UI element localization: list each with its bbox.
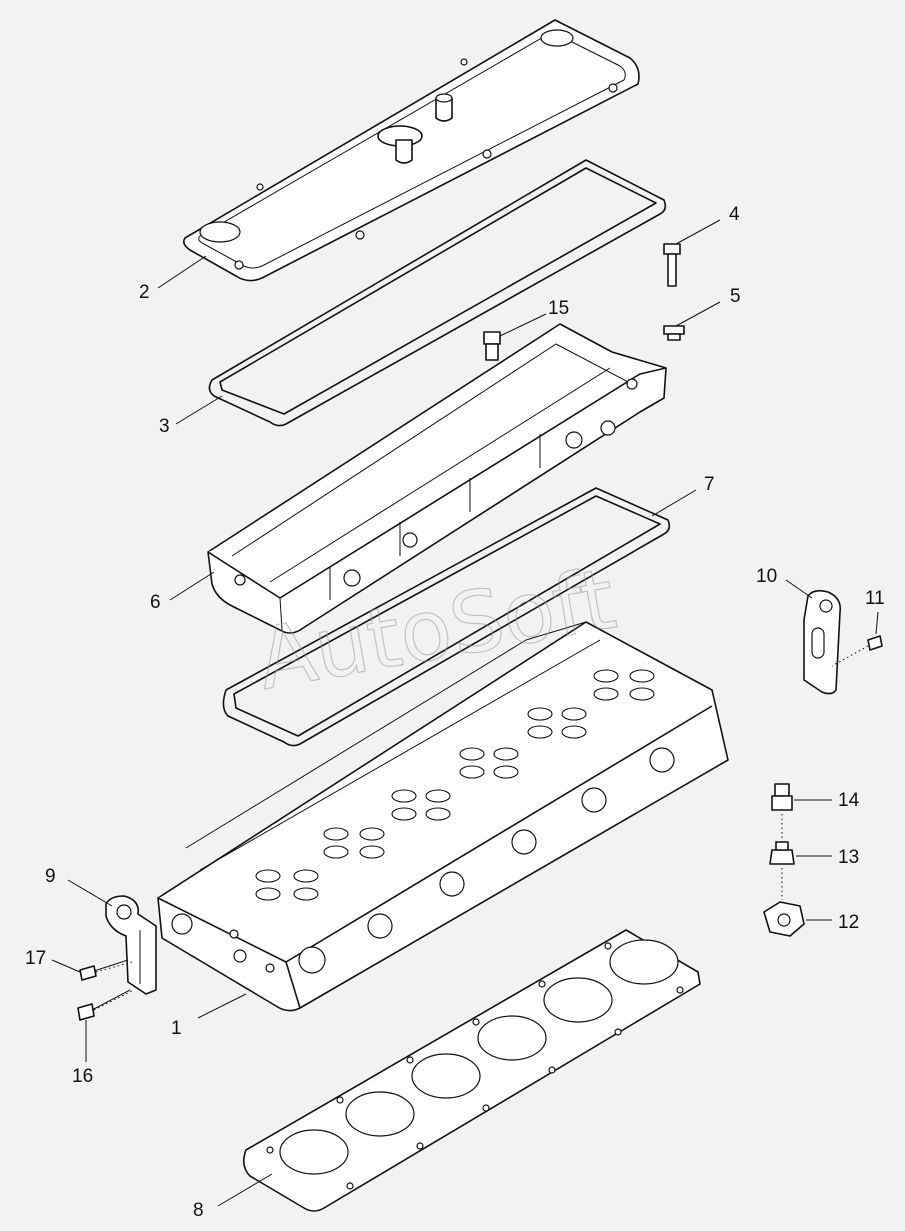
cylinder-head	[157, 621, 729, 1012]
rocker-housing	[207, 323, 667, 634]
rocker-housing-gasket	[222, 487, 671, 747]
valve-cover-gasket	[208, 159, 667, 427]
callout-1: 1	[171, 1018, 182, 1039]
callout-7: 7	[704, 474, 715, 495]
bolt-4	[663, 243, 681, 287]
fitting-14	[771, 783, 793, 811]
callout-8: 8	[193, 1200, 204, 1221]
nut-12	[763, 901, 805, 937]
callout-6: 6	[150, 592, 161, 613]
callout-16: 16	[72, 1066, 93, 1087]
callout-2: 2	[139, 282, 150, 303]
bolt-16	[77, 989, 131, 1021]
bolt-5	[663, 325, 685, 341]
callout-11: 11	[865, 588, 885, 609]
lifting-bracket-right	[803, 589, 842, 695]
callout-13: 13	[838, 847, 859, 868]
callout-10: 10	[756, 566, 777, 587]
callout-5: 5	[730, 286, 741, 307]
callout-3: 3	[159, 416, 170, 437]
bolt-17	[79, 959, 129, 981]
lifting-bracket-left	[105, 895, 157, 995]
fitting-13	[769, 841, 795, 865]
head-gasket	[242, 929, 701, 1212]
callout-15: 15	[548, 298, 569, 319]
bolt-15	[483, 331, 501, 361]
callout-9: 9	[45, 866, 56, 887]
callout-12: 12	[838, 912, 859, 933]
callout-labels: 1 2 3 4 5 6 7 8 9 10 11 12 13 14 15 16 1…	[25, 204, 885, 1221]
callout-4: 4	[729, 204, 740, 225]
callout-14: 14	[838, 790, 860, 811]
leader-lines	[51, 219, 879, 1207]
callout-17: 17	[25, 948, 46, 969]
valve-cover	[183, 19, 640, 282]
screw-11	[831, 635, 883, 667]
